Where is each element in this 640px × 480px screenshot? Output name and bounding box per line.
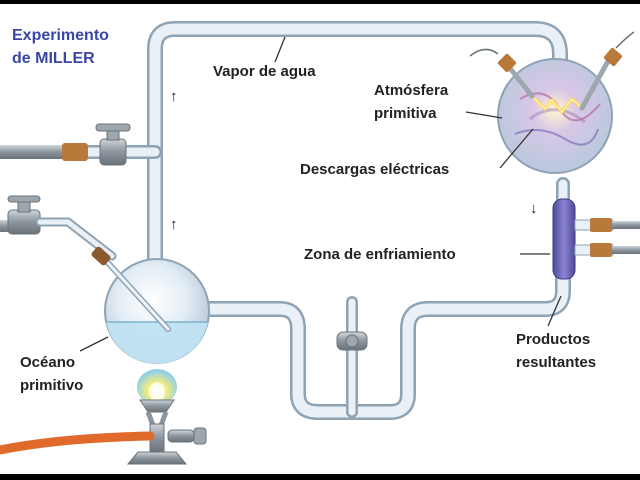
up-arrow-icon: ↑ xyxy=(170,216,178,233)
label-descargas: Descargas eléctricas xyxy=(300,161,450,178)
label-atmosfera-2: primitiva xyxy=(374,105,437,122)
label-atmosfera-1: Atmósfera xyxy=(374,82,449,99)
leader-lines xyxy=(79,36,562,352)
label-oceano-1: Océano xyxy=(20,354,76,371)
label-productos-1: Productos xyxy=(516,331,591,348)
sample-valve xyxy=(336,331,368,351)
down-arrow-icon: ↓ xyxy=(530,200,538,217)
gas-hose xyxy=(0,431,155,455)
burner xyxy=(126,369,207,465)
atmosphere-sphere xyxy=(469,31,635,174)
label-vapor: Vapor de agua xyxy=(213,63,316,80)
glass-tubing xyxy=(0,21,571,420)
apparatus-diagram xyxy=(0,21,640,465)
ocean-flask xyxy=(91,246,210,364)
inlet-valve-bottom xyxy=(0,195,117,261)
up-arrow-icon: ↑ xyxy=(170,88,178,105)
miller-experiment-figure: Experimento de MILLER Vapor de agua Atmó… xyxy=(0,4,640,474)
condenser xyxy=(552,198,640,280)
label-oceano-2: primitivo xyxy=(20,377,84,394)
title-line-2: de MILLER xyxy=(12,50,95,67)
label-zona: Zona de enfriamiento xyxy=(304,246,456,263)
title-line-1: Experimento xyxy=(12,27,109,44)
inlet-valve-top xyxy=(0,123,131,166)
label-productos-2: resultantes xyxy=(516,354,597,371)
